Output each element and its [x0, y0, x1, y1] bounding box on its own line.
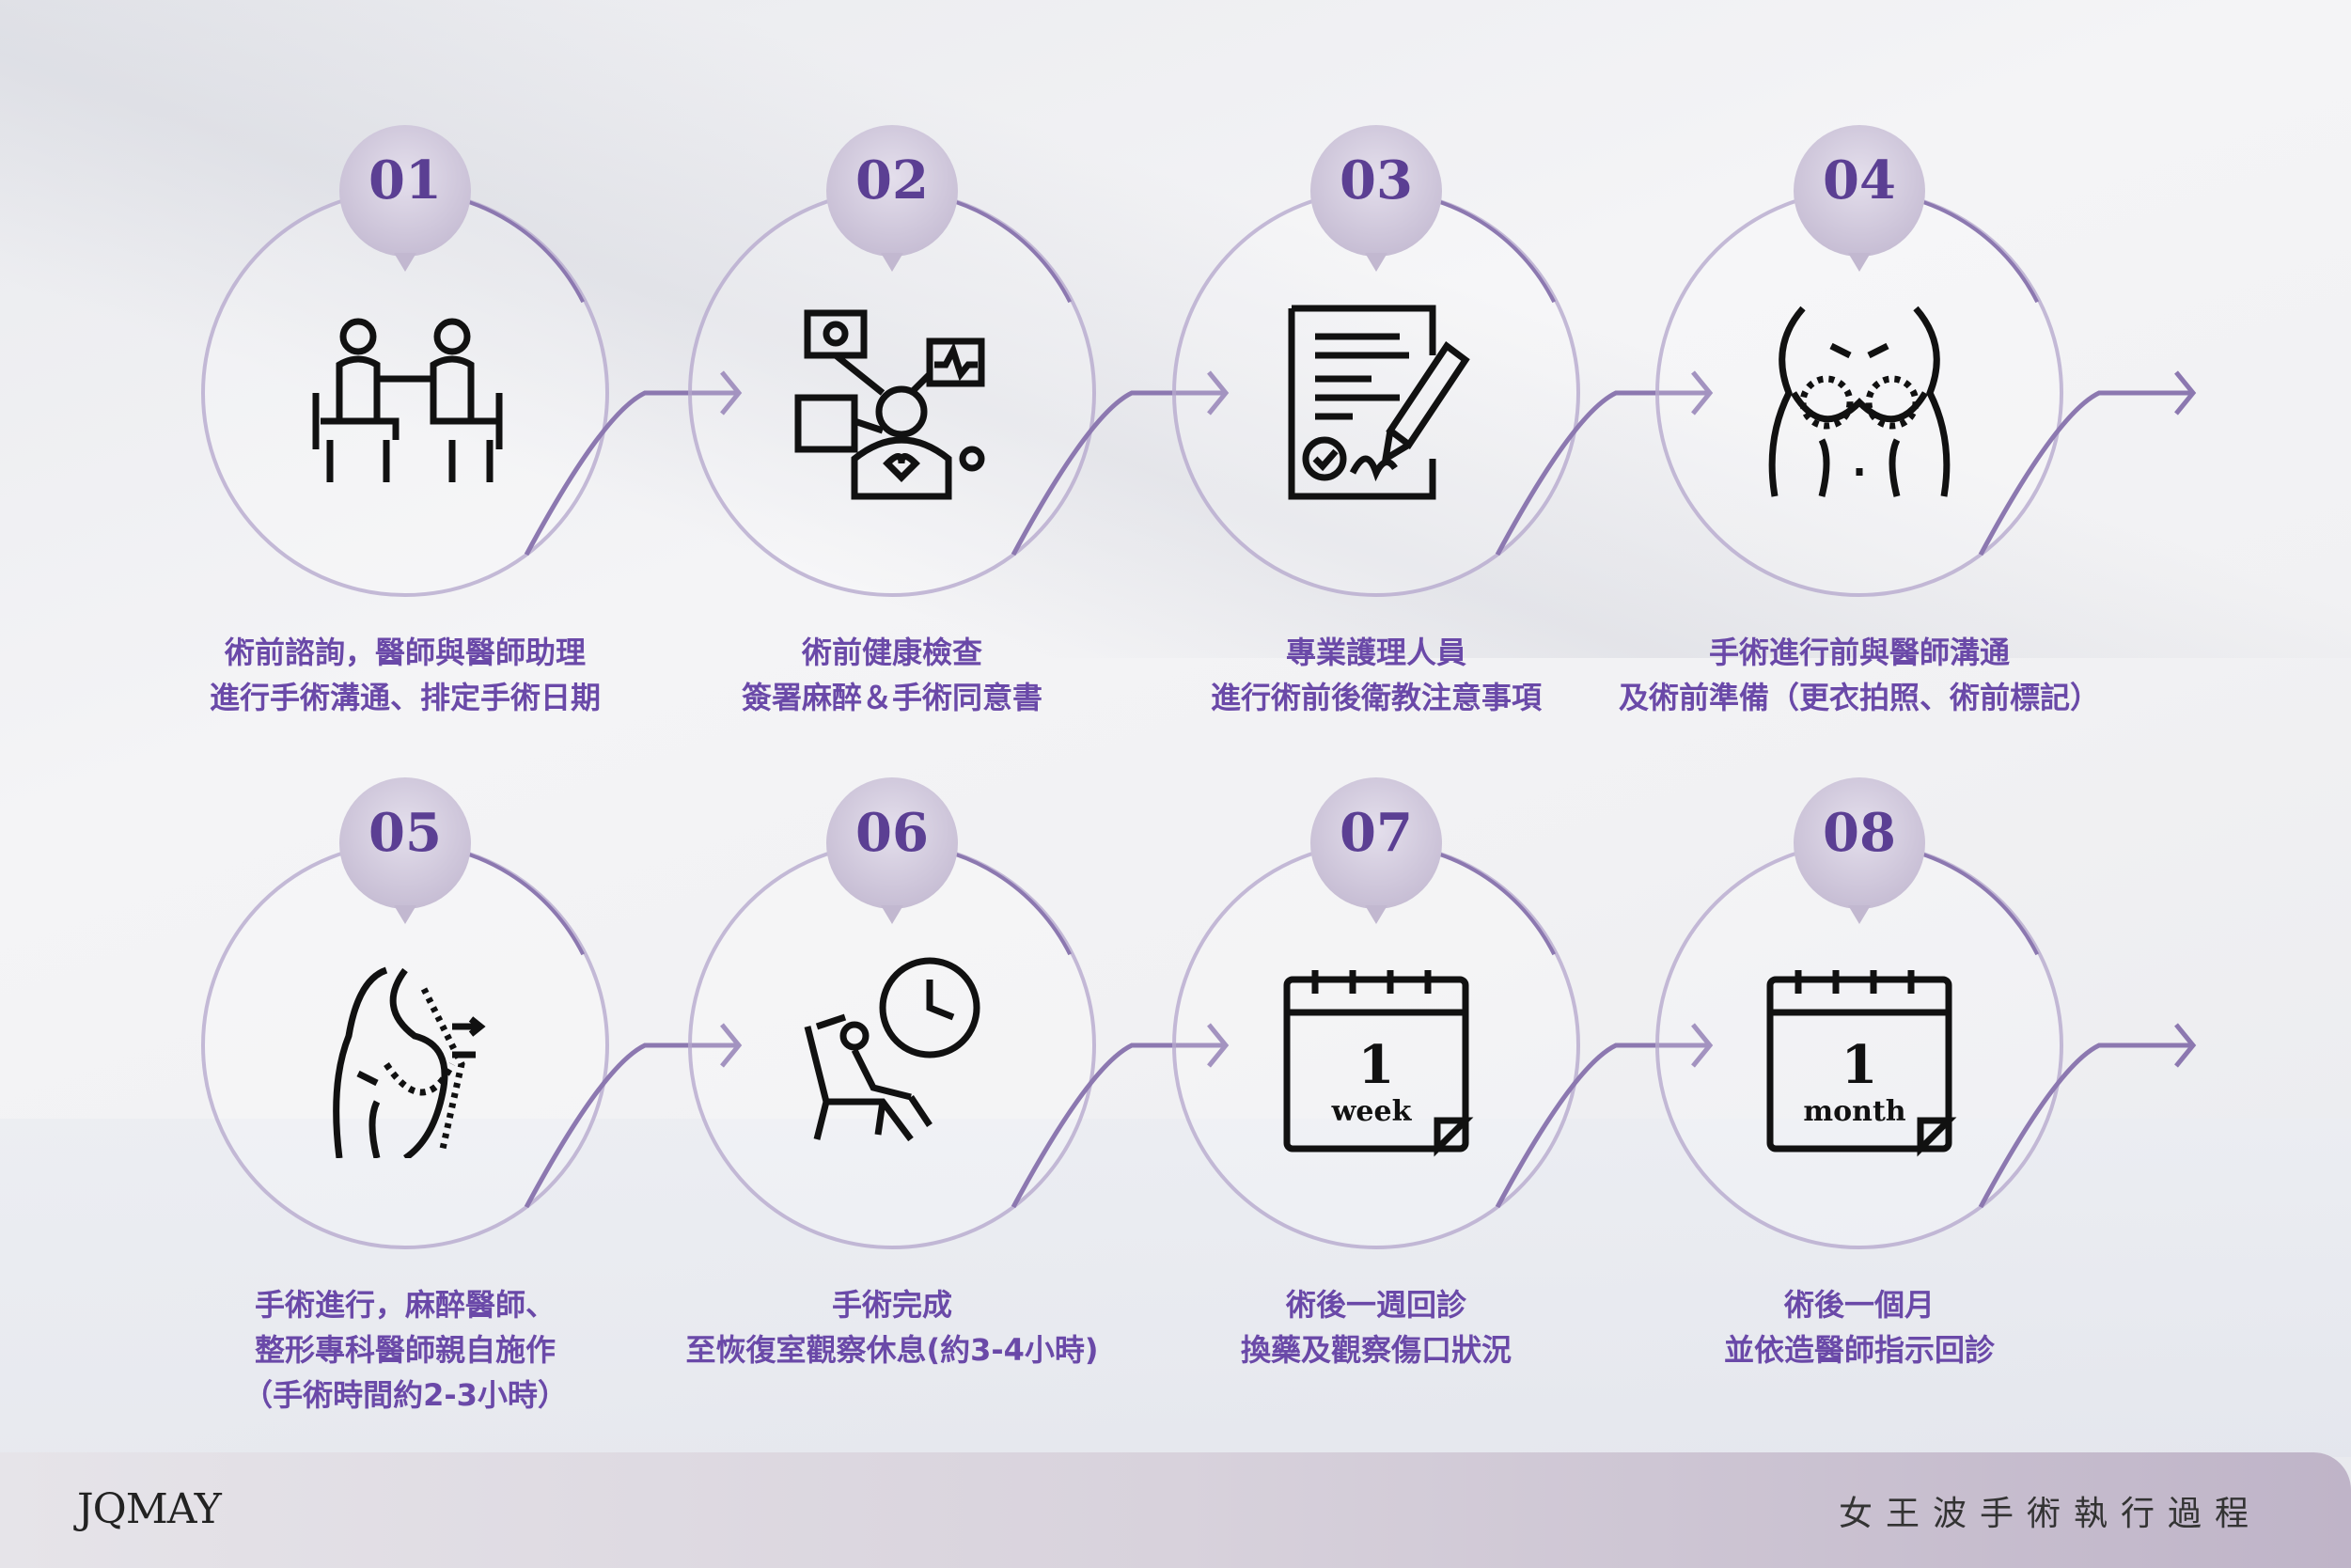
step-number: 04: [1823, 149, 1896, 212]
step-description: 手術進行，麻醉醫師、整形專科醫師親自施作 （手術時間約2-3小時）: [104, 1282, 706, 1418]
step-number-badge: 03: [1310, 125, 1442, 272]
step-number: 05: [368, 802, 442, 864]
breast-surgery-icon: [302, 951, 509, 1161]
step-description: 術前健康檢查簽署麻醉＆手術同意書: [591, 630, 1193, 720]
step-number: 03: [1340, 149, 1413, 212]
step-description-line: 術前諮詢，醫師與醫師助理: [224, 635, 586, 670]
step-number: 06: [855, 802, 929, 864]
calendar-number: 1: [1842, 1034, 1878, 1096]
calendar-unit: week: [1331, 1095, 1413, 1128]
flow-arrow: [524, 1023, 743, 1209]
step-description-line: 專業護理人員: [1285, 635, 1466, 670]
consultation-icon: [302, 299, 509, 506]
step-description-line: 手術完成: [831, 1287, 952, 1323]
step-description-line: （手術時間約2-3小時）: [243, 1377, 568, 1413]
calendar-unit: month: [1803, 1095, 1905, 1128]
step-description-line: 手術進行，麻醉醫師、: [254, 1287, 556, 1323]
step-number-badge: 05: [339, 777, 471, 924]
flow-arrow: [1978, 370, 2197, 557]
step-number-badge: 08: [1794, 777, 1925, 924]
step-description-line: 整形專科醫師親自施作: [254, 1332, 556, 1368]
step-number-badge: 07: [1310, 777, 1442, 924]
footer-title: 女王波手術執行過程: [1838, 1495, 2262, 1533]
step-number-badge: 02: [826, 125, 958, 272]
brand-logo: JQMAY: [77, 1485, 222, 1533]
step-number: 07: [1340, 802, 1413, 864]
footer-bar: JQMAY 女王波手術執行過程: [0, 1452, 2351, 1568]
step-description: 術後一週回診換藥及觀察傷口狀況: [1075, 1282, 1677, 1372]
step-number: 02: [855, 149, 929, 212]
flow-arrow: [1978, 1023, 2197, 1209]
step-description-line: 術後一個月: [1783, 1287, 1935, 1323]
step-description-line: 及術前準備（更衣拍照、術前標記）: [1618, 680, 2100, 715]
step-description: 手術進行前與醫師溝通及術前準備（更衣拍照、術前標記）: [1559, 630, 2160, 720]
breast-marking-icon: [1756, 299, 1963, 506]
step-description-line: 手術進行前與醫師溝通: [1708, 635, 2010, 670]
step-number: 08: [1823, 802, 1896, 864]
recovery-chair-clock-icon: [789, 951, 995, 1158]
document-sign-icon: [1273, 299, 1480, 506]
step-number-badge: 01: [339, 125, 471, 272]
step-description-line: 術後一週回診: [1285, 1287, 1466, 1323]
flow-arrow: [1011, 1023, 1230, 1209]
step-number-badge: 04: [1794, 125, 1925, 272]
step-description-line: 進行術前後衛教注意事項: [1210, 680, 1542, 715]
flow-arrow: [1495, 370, 1714, 557]
flow-arrow: [1011, 370, 1230, 557]
step-description: 術後一個月並依造醫師指示回診: [1559, 1282, 2160, 1372]
step-number: 01: [368, 149, 442, 212]
step-description: 術前諮詢，醫師與醫師助理進行手術溝通、排定手術日期: [104, 630, 706, 720]
calendar-number: 1: [1358, 1034, 1395, 1096]
flow-arrow: [524, 370, 743, 557]
step-description-line: 進行手術溝通、排定手術日期: [209, 680, 601, 715]
step-description-line: 至恢復室觀察休息(約3-4小時): [685, 1332, 1099, 1368]
flow-arrow: [1495, 1023, 1714, 1209]
step-description-line: 換藥及觀察傷口狀況: [1240, 1332, 1512, 1368]
health-check-icon: [789, 299, 995, 506]
step-description: 專業護理人員進行術前後衛教注意事項: [1075, 630, 1677, 720]
step-description-line: 並依造醫師指示回診: [1723, 1332, 1995, 1368]
step-description-line: 簽署麻醉＆手術同意書: [741, 680, 1042, 715]
step-number-badge: 06: [826, 777, 958, 924]
step-description: 手術完成至恢復室觀察休息(約3-4小時): [591, 1282, 1193, 1372]
step-description-line: 術前健康檢查: [801, 635, 982, 670]
